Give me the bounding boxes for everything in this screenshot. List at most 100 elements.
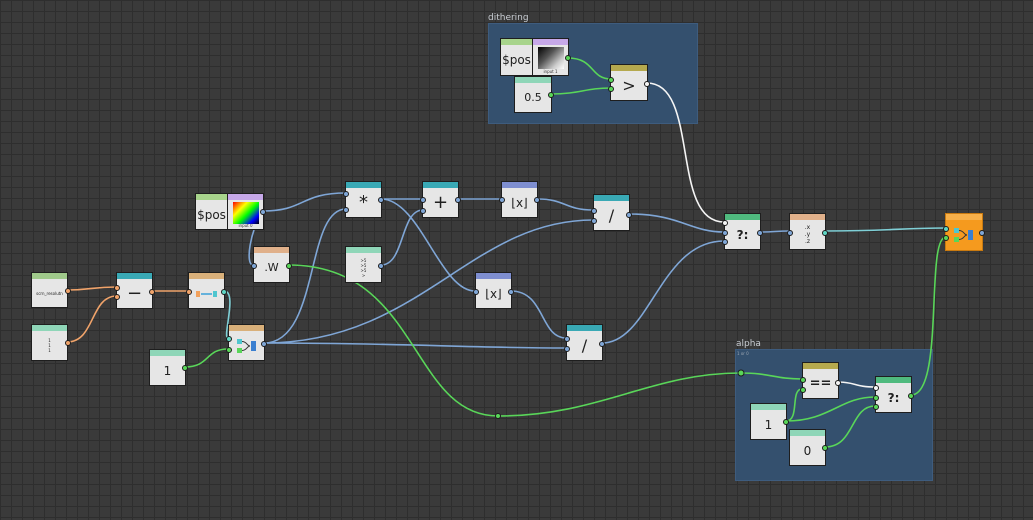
node-greater-label: > (622, 76, 636, 95)
port-ternary-main-out[interactable] (757, 230, 763, 236)
port-add-in-a[interactable] (420, 197, 426, 203)
node-combine[interactable] (226, 324, 267, 361)
port-greater-in-b[interactable] (608, 86, 614, 92)
port-saturate-out[interactable] (221, 289, 227, 295)
node-pos-main[interactable]: $pos (195, 193, 228, 230)
node-floor-b[interactable]: ⌊x⌋ (473, 272, 514, 309)
port-floor-a-out[interactable] (534, 197, 540, 203)
port-w-out[interactable] (286, 263, 292, 269)
node-divide-a[interactable]: / (591, 194, 632, 231)
node-output[interactable] (943, 213, 985, 251)
node-saturate[interactable] (186, 272, 227, 309)
wire-combine-to-multiply (263, 208, 347, 344)
port-ternary-main-cond[interactable] (722, 220, 728, 226)
node-vec-half[interactable]: >5 >5 >5 > (345, 246, 384, 283)
node-vec-one[interactable]: 1 1 1 (31, 324, 71, 361)
port-greater-in-a[interactable] (608, 77, 614, 83)
port-subtract-in-a[interactable] (114, 285, 120, 291)
node-one-const-label: 1 (163, 363, 172, 378)
node-pos-dither[interactable]: $pos (500, 38, 533, 76)
port-w-in[interactable] (251, 263, 257, 269)
wire-dswizzle-to-greater (567, 57, 612, 80)
port-ternary-alpha-out[interactable] (908, 393, 914, 399)
port-output-in-rgb[interactable] (943, 226, 949, 232)
port-floor-a-in[interactable] (499, 197, 505, 203)
port-subtract-out[interactable] (149, 289, 155, 295)
port-ternary-main-false[interactable] (722, 239, 728, 245)
port-equals-in-a[interactable] (800, 377, 806, 383)
port-divide-b-in-b[interactable] (564, 346, 570, 352)
port-alpha-zero-out[interactable] (822, 445, 828, 451)
port-output-out[interactable] (979, 230, 985, 236)
node-alpha-one[interactable]: 1 (750, 403, 789, 440)
port-multiply-in-a[interactable] (343, 191, 349, 197)
port-add-out[interactable] (455, 197, 461, 203)
port-divide-b-out[interactable] (599, 341, 605, 347)
node-output-body (946, 220, 982, 250)
port-subtract-in-b[interactable] (114, 294, 120, 300)
wire-alpha-one-to-equals (785, 388, 803, 422)
node-vec-half-label: >5 >5 >5 > (360, 257, 367, 278)
port-divide-a-in-a[interactable] (591, 208, 597, 214)
port-multiply-in-b[interactable] (343, 207, 349, 213)
wire-multiply-to-floor-b (380, 198, 476, 292)
port-ternary-alpha-cond[interactable] (873, 385, 879, 391)
node-add[interactable]: + (420, 181, 461, 218)
wire-floor-a-to-divide-a (537, 198, 594, 211)
wire-resolution-to-subtract (66, 286, 117, 291)
node-greater[interactable]: > (608, 64, 650, 101)
port-floor-b-in[interactable] (473, 289, 479, 295)
port-swizzle-dither-out[interactable] (565, 55, 571, 61)
port-alpha-one-out[interactable] (783, 419, 789, 425)
node-floor-a[interactable]: ⌊x⌋ (499, 181, 540, 218)
port-xyz-in[interactable] (787, 230, 793, 236)
node-alpha-zero[interactable]: 0 (789, 429, 828, 466)
node-w-component[interactable]: .W (251, 246, 292, 283)
port-equals-in-b[interactable] (800, 387, 806, 393)
port-vec-one-out[interactable] (65, 340, 71, 346)
port-combine-in-b[interactable] (226, 347, 232, 353)
node-divide-b[interactable]: / (564, 324, 605, 361)
port-saturate-in[interactable] (186, 289, 192, 295)
port-equals-out[interactable] (835, 380, 841, 386)
port-multiply-out[interactable] (378, 197, 384, 203)
port-ternary-main-true[interactable] (722, 230, 728, 236)
node-swizzle-dither[interactable]: input 1 (532, 38, 571, 76)
port-output-in-alpha[interactable] (943, 235, 949, 241)
node-vec-one-label: 1 1 1 (48, 338, 51, 353)
wire-greater-to-ternary (646, 82, 725, 223)
node-xyz[interactable]: .x .y .z (787, 213, 828, 250)
node-screen-resolution-label: scrn_resolutn (36, 290, 63, 296)
port-floor-b-out[interactable] (508, 289, 514, 295)
port-combine-in-a[interactable] (226, 336, 232, 342)
node-one-const[interactable]: 1 (149, 349, 188, 386)
node-floor-a-label: ⌊x⌋ (511, 195, 528, 210)
port-combine-out[interactable] (261, 341, 267, 347)
port-divide-a-out[interactable] (626, 212, 632, 218)
group-alpha-subtitle: 1 or 0 (737, 351, 749, 356)
port-screen-resolution-out[interactable] (65, 288, 71, 294)
node-ternary-alpha[interactable]: ?: (873, 376, 914, 413)
node-swizzle-dither-body (533, 45, 568, 75)
port-ternary-alpha-true[interactable] (873, 395, 879, 401)
node-half-const[interactable]: 0.5 (514, 76, 554, 113)
port-ternary-alpha-false[interactable] (873, 404, 879, 410)
port-divide-a-in-b[interactable] (591, 218, 597, 224)
port-add-in-b[interactable] (420, 208, 426, 214)
node-screen-resolution[interactable]: scrn_resolutn (31, 272, 71, 308)
port-greater-out[interactable] (644, 81, 650, 87)
port-one-const-out[interactable] (182, 365, 188, 371)
port-swizzle-main-out[interactable] (260, 209, 266, 215)
port-vec-half-out[interactable] (378, 263, 384, 269)
wire-xyz-to-output (825, 227, 947, 232)
port-xyz-out[interactable] (822, 230, 828, 236)
port-half-const-out[interactable] (548, 92, 554, 98)
node-subtract[interactable]: − (114, 272, 155, 309)
node-equals[interactable]: == (800, 362, 841, 399)
node-ternary-main[interactable]: ?: (722, 213, 763, 250)
node-alpha-one-label: 1 (764, 417, 773, 432)
port-divide-b-in-a[interactable] (564, 336, 570, 342)
node-multiply[interactable]: * (343, 181, 384, 218)
node-swizzle-main[interactable]: input 0 (227, 193, 266, 230)
color-swatch-icon (232, 202, 259, 224)
